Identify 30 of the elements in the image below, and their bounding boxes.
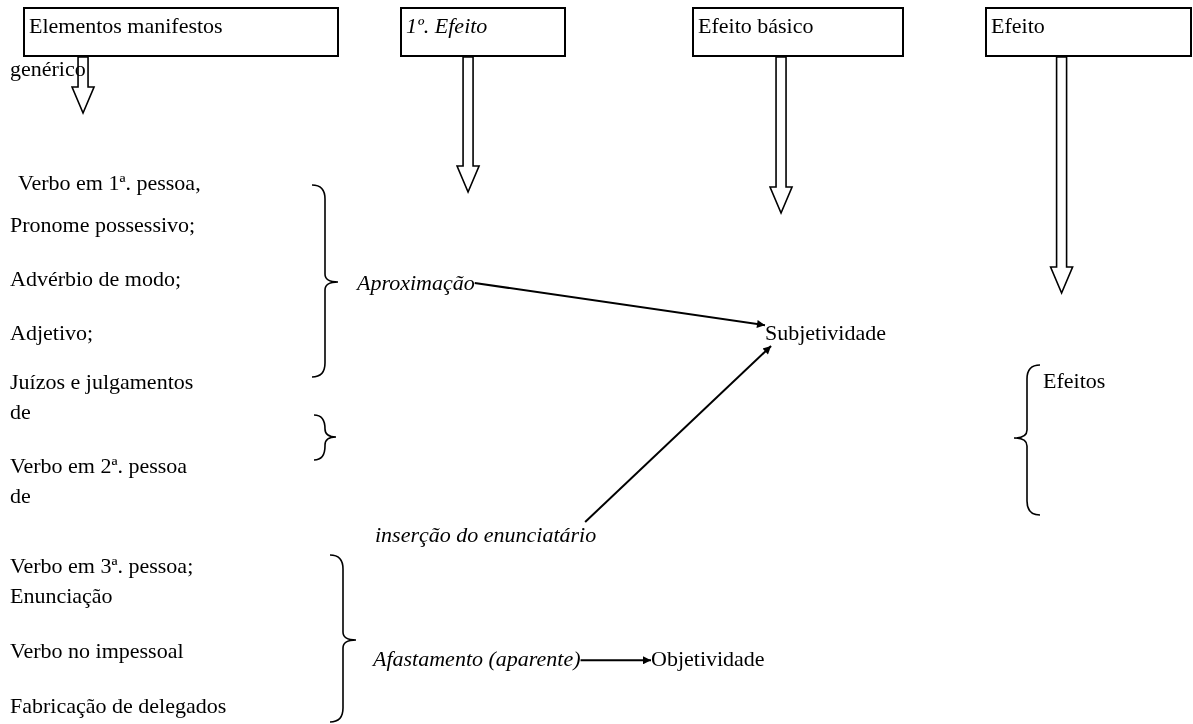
node-text: inserção do enunciatário [375, 522, 597, 548]
header-text: 1º. Efeito [406, 13, 488, 38]
arrow [473, 282, 766, 328]
header-box [692, 7, 904, 57]
hollow-arrow [768, 56, 794, 216]
label-text: Juízos e julgamentos de [10, 368, 195, 426]
header-text: Elementos manifestos [29, 13, 223, 38]
hollow-arrow [1049, 56, 1074, 296]
label-text: Efeitos [1043, 367, 1106, 395]
node-text: Objetividade [651, 646, 765, 672]
hollow-arrow [70, 56, 96, 116]
label-text: Verbo em 3ª. pessoa; Enunciação [10, 552, 195, 610]
label-text: Verbo no impessoal [10, 637, 184, 665]
arrow [579, 656, 652, 665]
header-text: Efeito básico [698, 13, 814, 38]
hollow-arrow [455, 56, 481, 195]
node-text: Afastamento (aparente) [373, 646, 581, 672]
label-text: Pronome possessivo; [10, 211, 196, 239]
label-text: Verbo em 2ª. pessoa de [10, 452, 189, 510]
label-text: Verbo em 1ª. pessoa, [18, 169, 201, 197]
header-box [23, 7, 339, 57]
node-text: Aproximação [357, 270, 475, 296]
header-box [400, 7, 566, 57]
node-text: Subjetividade [765, 320, 886, 346]
label-text: Fabricação de delegados [10, 692, 227, 720]
arrow [584, 345, 773, 523]
header-text: Efeito [991, 13, 1045, 38]
label-text: Advérbio de modo; [10, 265, 182, 293]
label-text: Adjetivo; [10, 319, 94, 347]
header-box [985, 7, 1192, 57]
